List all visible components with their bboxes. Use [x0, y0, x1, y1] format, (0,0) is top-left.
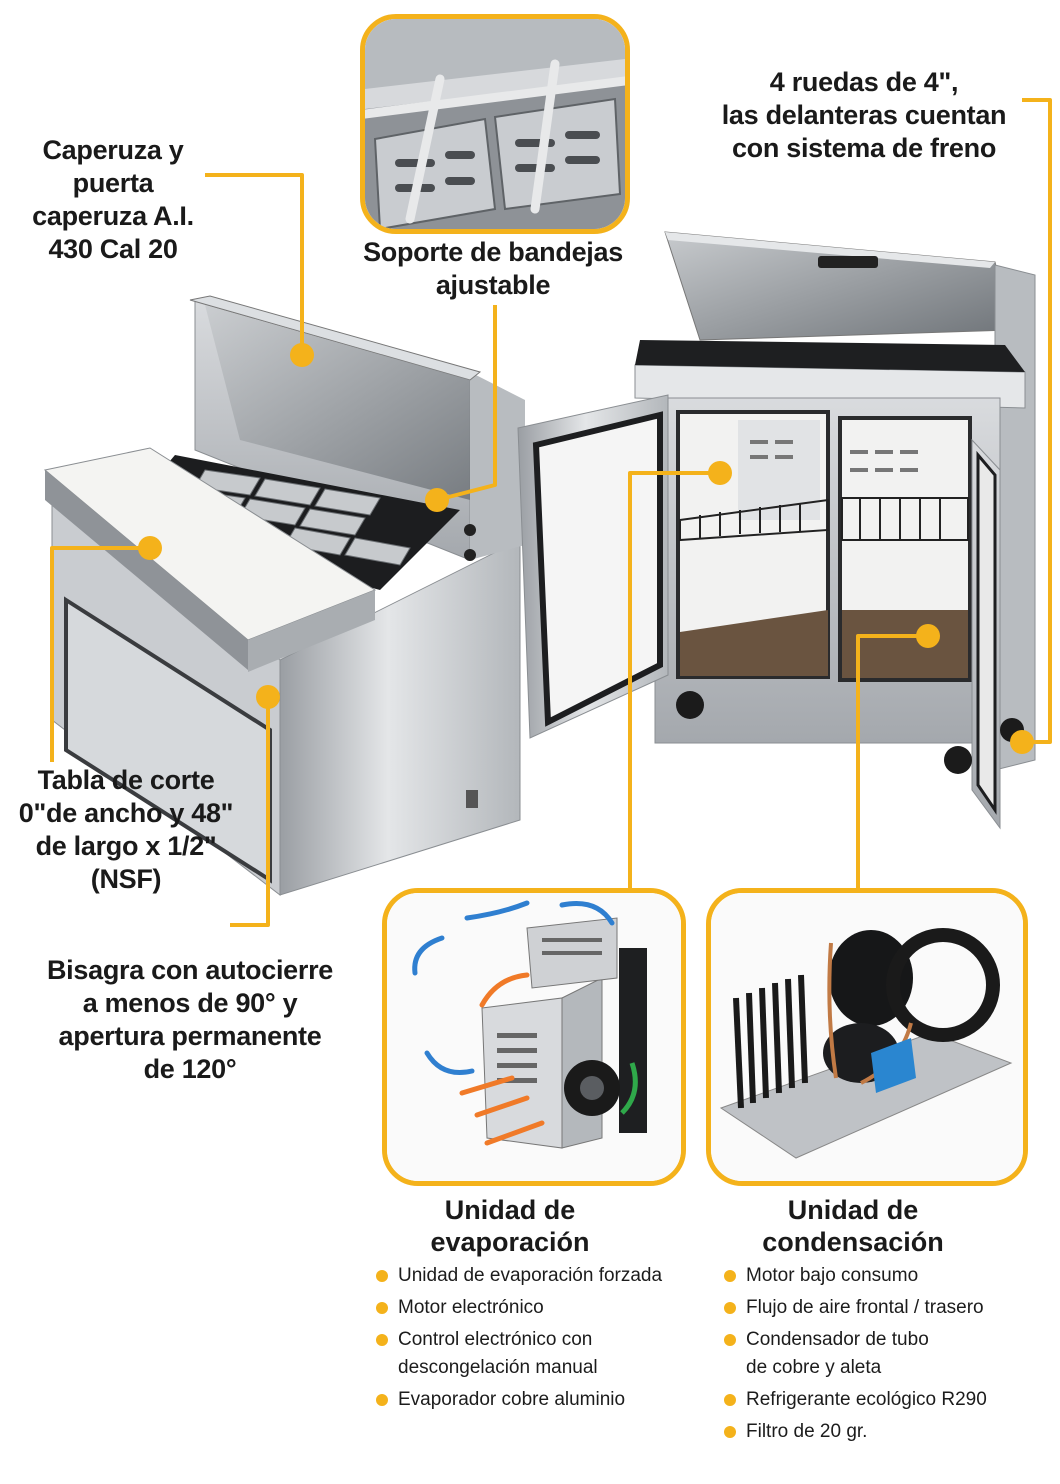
bullet-dot-icon [724, 1394, 736, 1406]
list-item: Filtro de 20 gr. [724, 1418, 1044, 1446]
bullet-dot-icon [724, 1270, 736, 1282]
list-item: Flujo de aire frontal / trasero [724, 1294, 1044, 1322]
bullet-dot-icon [376, 1270, 388, 1282]
pan-support-zoom-frame [360, 14, 630, 234]
bullet-dot-icon [376, 1302, 388, 1314]
list-item: Motor bajo consumo [724, 1262, 1044, 1290]
bullet-dot-icon [724, 1334, 736, 1346]
bullet-dot-icon [376, 1394, 388, 1406]
list-item: Unidad de evaporación forzada [376, 1262, 696, 1290]
callout-leader-lines [50, 98, 1052, 927]
callout-ruedas: 4 ruedas de 4", las delanteras cuentan c… [721, 67, 1007, 163]
evaporation-unit-frame [382, 888, 686, 1186]
pan-support-closeup [365, 19, 625, 229]
bullet-dot-icon [724, 1426, 736, 1438]
condensation-feature-list: Motor bajo consumo Flujo de aire frontal… [724, 1262, 1044, 1450]
callout-caperuza: Caperuza y puerta caperuza A.I. 430 Cal … [32, 135, 194, 264]
condensation-section-title: Unidad de condensación [762, 1195, 944, 1257]
list-item: Motor electrónico [376, 1294, 696, 1322]
list-item: Refrigerante ecológico R290 [724, 1386, 1044, 1414]
callout-bisagra: Bisagra con autocierre a menos de 90° y … [46, 955, 333, 1084]
evaporation-unit-illustration [387, 893, 681, 1181]
airflow-arrow-icon [412, 900, 615, 1075]
left-prep-table-illustration [43, 295, 525, 897]
bullet-dot-icon [724, 1302, 736, 1314]
right-prep-table-illustration [517, 231, 1036, 830]
evaporation-feature-list: Unidad de evaporación forzada Motor elec… [376, 1262, 696, 1418]
condensing-unit-illustration [711, 893, 1023, 1181]
callout-dot-icon [138, 343, 1034, 754]
bullet-dot-icon [376, 1334, 388, 1346]
callout-tabla-corte: Tabla de corte 0"de ancho y 48" de largo… [18, 765, 234, 894]
condensing-unit-frame [706, 888, 1028, 1186]
evaporation-section-title: Unidad de evaporación [430, 1195, 590, 1257]
callout-soporte-bandejas: Soporte de bandejas ajustable [363, 237, 623, 300]
list-item: Evaporador cobre aluminio [376, 1386, 696, 1414]
